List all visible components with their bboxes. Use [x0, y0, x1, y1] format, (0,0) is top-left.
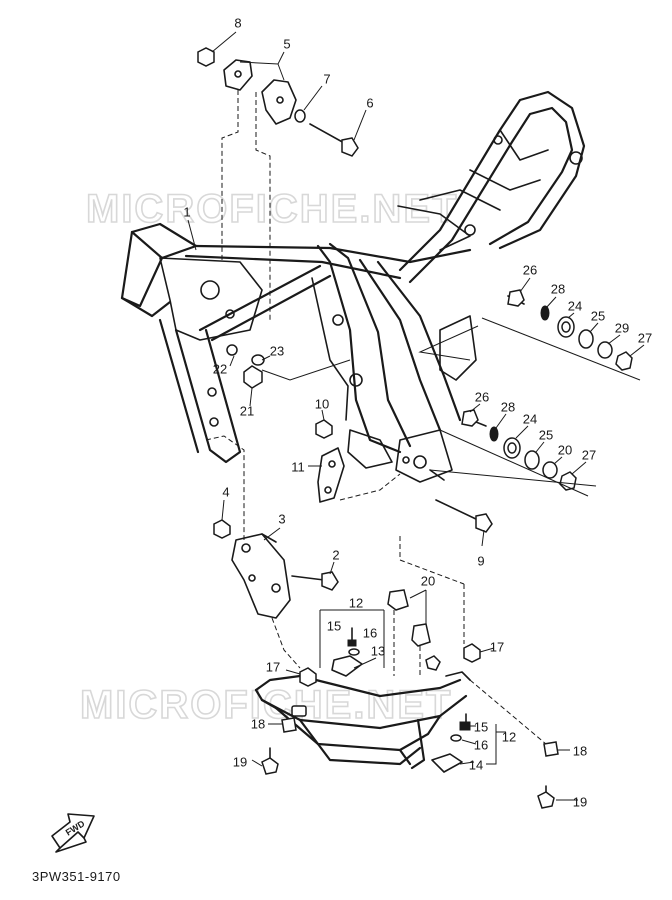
- engine-plate-3: [231, 533, 291, 619]
- callout-25a: 25: [591, 308, 605, 323]
- callout-22: 22: [213, 361, 227, 376]
- callout-16b: 16: [474, 737, 488, 752]
- callout-17b: 17: [266, 659, 280, 674]
- callout-3: 3: [278, 511, 285, 526]
- callout-14: 14: [469, 757, 483, 772]
- watermark-top: MICROFICHE.NET: [86, 187, 458, 231]
- callout-17a: 17: [490, 639, 504, 654]
- callout-16a: 16: [363, 625, 377, 640]
- callout-24b: 24: [523, 411, 537, 426]
- callout-2: 2: [332, 547, 339, 562]
- collar-18a: [281, 717, 297, 733]
- bracket-14: [431, 753, 463, 773]
- callout-15a: 15: [327, 618, 341, 633]
- callout-12a: 12: [349, 595, 363, 610]
- bolt-6: [309, 123, 347, 145]
- engine-mount-upper-hardware: [507, 289, 633, 371]
- washer-22: [226, 344, 238, 356]
- callout-19b: 19: [573, 794, 587, 809]
- callout-28b: 28: [501, 399, 515, 414]
- nut-17a: [463, 643, 481, 663]
- callout-18b: 18: [573, 743, 587, 758]
- callout-24a: 24: [568, 298, 582, 313]
- bracket-11: [317, 447, 345, 503]
- main-frame: [120, 90, 586, 483]
- callout-26a: 26: [523, 262, 537, 277]
- damper-20a: [387, 589, 409, 611]
- bolt-9: [435, 499, 479, 521]
- callout-13: 13: [371, 643, 385, 658]
- fwd-arrow-icon: FWD: [51, 813, 95, 853]
- callout-27b: 27: [582, 447, 596, 462]
- bracket-5b: [261, 79, 297, 125]
- bracket-13: [331, 655, 363, 677]
- callout-20: 20: [421, 573, 435, 588]
- callout-6: 6: [366, 95, 373, 110]
- callout-9: 9: [477, 553, 484, 568]
- callout-8: 8: [234, 15, 241, 30]
- callout-5: 5: [283, 36, 290, 51]
- callout-25b: 25: [539, 427, 553, 442]
- bracket-5a: [223, 59, 253, 91]
- nut-4: [213, 519, 231, 539]
- nut-21: [243, 365, 263, 389]
- callout-18a: 18: [251, 716, 265, 731]
- callout-12b: 12: [502, 729, 516, 744]
- collar-23: [251, 354, 265, 366]
- watermark-bottom: MICROFICHE.NET: [80, 683, 452, 727]
- callout-19a: 19: [233, 754, 247, 769]
- bolt-2: [291, 575, 325, 581]
- callout-4: 4: [222, 484, 229, 499]
- callout-27a: 27: [638, 330, 652, 345]
- callout-23: 23: [270, 343, 284, 358]
- callout-26b: 26: [475, 389, 489, 404]
- callout-29: 29: [615, 320, 629, 335]
- callout-10: 10: [315, 396, 329, 411]
- nut-10: [315, 419, 333, 439]
- nut-8: [197, 47, 215, 67]
- callout-21: 21: [240, 403, 254, 418]
- callout-28a: 28: [551, 281, 565, 296]
- damper-20b: [411, 623, 431, 647]
- washer-7: [294, 109, 306, 123]
- engine-guard: [254, 671, 471, 770]
- nut-17b: [299, 667, 317, 687]
- callout-20b: 20: [558, 442, 572, 457]
- callout-11: 11: [291, 459, 305, 474]
- callout-15b: 15: [474, 719, 488, 734]
- callout-1: 1: [183, 204, 190, 219]
- callout-7: 7: [323, 71, 330, 86]
- drawing-code: 3PW351-9170: [32, 869, 121, 884]
- collar-18b: [543, 741, 559, 757]
